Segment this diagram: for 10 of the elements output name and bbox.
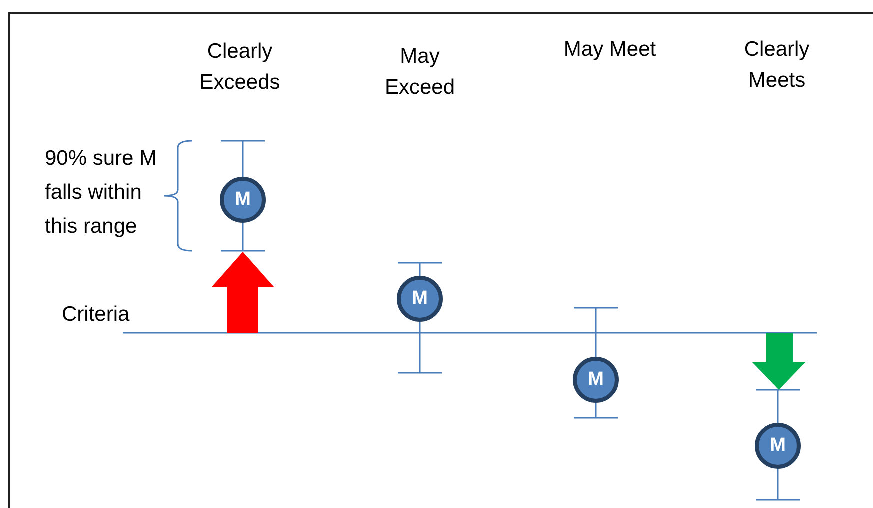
column-heading: May Exceed (384, 44, 456, 101)
measurement-marker: M (573, 357, 619, 403)
axis-label: Criteria (62, 302, 131, 328)
column-heading: Clearly Exceeds (198, 39, 282, 96)
column-heading: Clearly Meets (743, 37, 811, 94)
measurement-marker: M (755, 423, 801, 469)
column-heading: May Meet (562, 37, 658, 63)
measurement-marker: M (397, 276, 443, 322)
measurement-marker: M (220, 177, 266, 223)
annotation-text: 90% sure M falls within this range (45, 146, 158, 240)
